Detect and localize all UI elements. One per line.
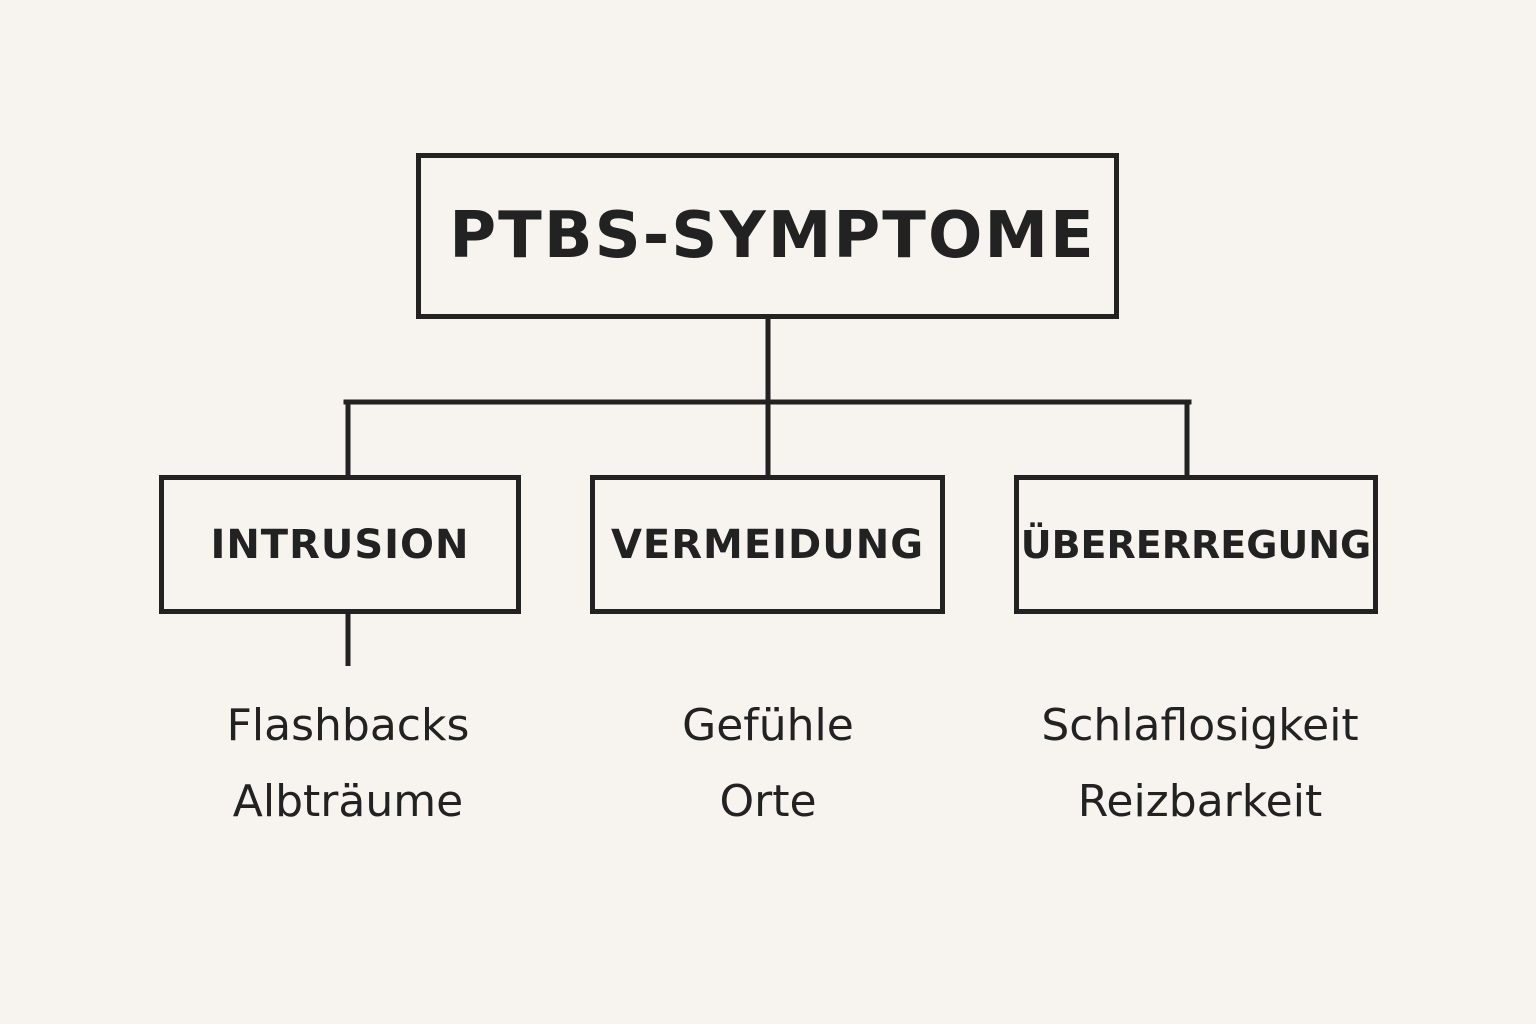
category-label-vermeidung: VERMEIDUNG [610, 521, 925, 568]
list-item: Reizbarkeit [1077, 776, 1323, 827]
root-node-box: PTBS-SYMPTOME [416, 153, 1119, 319]
category-label-intrusion: INTRUSION [210, 521, 470, 568]
list-item: Schlaflosigkeit [1041, 700, 1359, 751]
category-box-intrusion: INTRUSION [159, 475, 521, 614]
root-node-label: PTBS-SYMPTOME [449, 199, 1096, 273]
items-list-intrusion: Flashbacks Albträume [138, 688, 558, 840]
list-item: Flashbacks [226, 700, 470, 751]
category-box-uebererregung: ÜBERERREGUNG [1014, 475, 1378, 614]
items-list-vermeidung: Gefühle Orte [558, 688, 978, 840]
list-item: Orte [719, 776, 817, 827]
list-item: Gefühle [682, 700, 854, 751]
list-item: Albträume [232, 776, 464, 827]
category-label-uebererregung: ÜBERERREGUNG [1020, 522, 1372, 567]
category-box-vermeidung: VERMEIDUNG [590, 475, 945, 614]
items-list-uebererregung: Schlaflosigkeit Reizbarkeit [990, 688, 1410, 840]
